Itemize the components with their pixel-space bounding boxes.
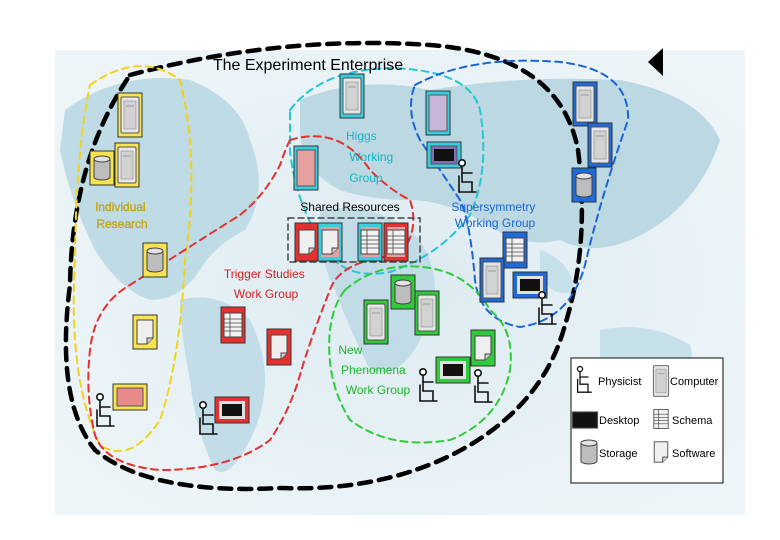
supersymmetry-resources: [479, 81, 613, 325]
computer-icon: [414, 290, 440, 336]
desktop-icon: [426, 141, 462, 169]
computer-icon: [339, 73, 365, 119]
world-map: [55, 50, 745, 515]
svg-text:Higgs Working Group: Higgs Working Group: [346, 129, 397, 185]
software-icon: [317, 222, 343, 262]
storage-icon: [390, 274, 416, 310]
new-phenomena-resources: [363, 274, 496, 403]
svg-text:New Phenomena Work Gro: New Phenomena Work Group: [338, 343, 410, 397]
legend-software: Software: [672, 448, 715, 460]
new-phenomena-boundary: [328, 265, 512, 444]
computer-icon: [293, 145, 319, 191]
legend-physicist: Physicist: [598, 376, 641, 388]
desktop-icon: [435, 356, 471, 384]
individual-label-line2: Research: [96, 217, 147, 231]
computer-icon: [587, 122, 613, 168]
software-icon: [132, 314, 158, 350]
legend-schema: Schema: [672, 415, 713, 427]
schema-icon: [502, 231, 528, 269]
trigger-label-line1: Trigger Studies: [224, 267, 305, 281]
individual-research-resources: [89, 92, 168, 427]
storage-icon: [580, 439, 598, 465]
storage-icon: [571, 167, 597, 203]
legend-desktop: Desktop: [599, 415, 639, 427]
higgs-label-line3: Group: [349, 171, 383, 185]
higgs-resources: [293, 73, 477, 193]
desktop-icon: [214, 396, 250, 424]
shared-resources: [294, 222, 409, 262]
shared-resources-boundary: [287, 217, 421, 263]
individual-label-line1: Individual: [95, 200, 146, 214]
desktop-icon: [571, 411, 599, 429]
susy-label-line1: Supersymmetry: [451, 200, 535, 214]
phenomena-label-line2: Phenomena: [341, 363, 406, 377]
legend-computer: Computer: [670, 376, 719, 388]
svg-text:Trigger Studies Work Group: Trigger Studies Work Group: [224, 267, 308, 301]
schema-icon: [383, 222, 409, 262]
diagram-title: The Experiment Enterprise: [213, 57, 403, 74]
legend: Physicist Computer Desktop Schema Storag…: [570, 357, 724, 484]
computer-icon: [114, 142, 140, 188]
phenomena-label-line1: New: [338, 343, 362, 357]
desktop-icon: [112, 383, 148, 411]
computer-icon: [652, 365, 670, 397]
phenomena-label-line3: Work Group: [346, 383, 411, 397]
schema-icon: [653, 408, 669, 430]
trigger-label-line2: Work Group: [234, 287, 299, 301]
supersymmetry-group-boundary: [410, 59, 630, 329]
enterprise-boundary: [63, 40, 585, 492]
computer-icon: [117, 92, 143, 138]
software-icon: [653, 441, 669, 463]
higgs-label-line2: Working: [349, 150, 393, 164]
shared-resources-label: Shared Resources: [300, 200, 399, 214]
schema-icon: [220, 306, 246, 344]
computer-icon: [425, 90, 451, 136]
higgs-label-line1: Higgs: [346, 129, 377, 143]
susy-label-line2: Working Group: [455, 216, 536, 230]
svg-text:Supersymmetry Working Grou: Supersymmetry Working Group: [451, 200, 538, 230]
legend-storage: Storage: [599, 448, 638, 460]
software-icon: [470, 329, 496, 367]
software-icon: [266, 328, 292, 366]
storage-icon: [142, 242, 168, 278]
schema-icon: [357, 222, 383, 262]
computer-icon: [479, 257, 505, 303]
back-arrow-icon[interactable]: [648, 48, 663, 76]
trigger-studies-resources: [199, 306, 292, 435]
individual-research-boundary: [72, 65, 193, 453]
svg-text:Individual Research: Individual Research: [95, 200, 149, 231]
trigger-studies-boundary: [87, 135, 415, 472]
computer-icon: [363, 299, 389, 345]
computer-icon: [572, 81, 598, 127]
software-icon: [294, 222, 320, 262]
storage-icon: [89, 150, 115, 186]
